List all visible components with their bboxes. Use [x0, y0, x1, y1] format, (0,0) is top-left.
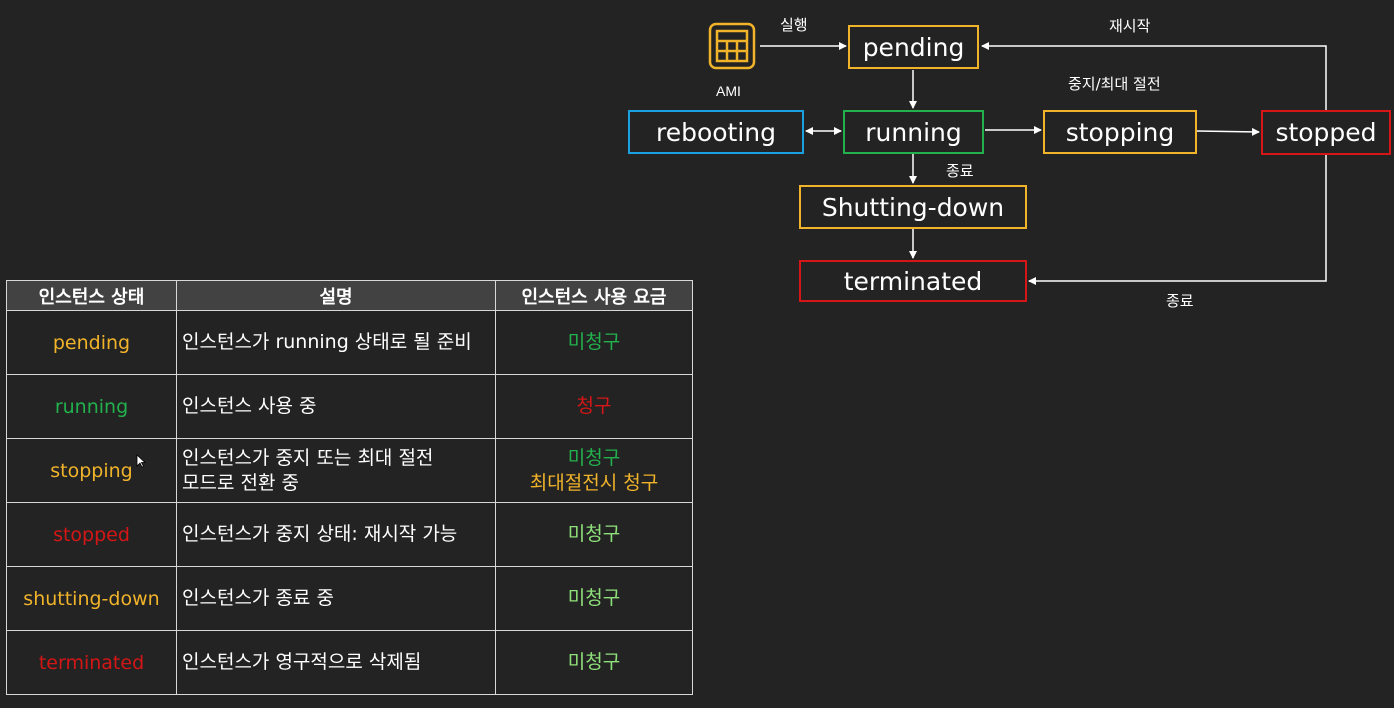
- description-line: 인스턴스 사용 중: [182, 395, 317, 417]
- header-description: 설명: [176, 280, 496, 311]
- state-rebooting-box: rebooting: [628, 110, 804, 154]
- description-line: 인스턴스가 영구적으로 삭제됨: [182, 651, 422, 673]
- description-line: 인스턴스가 중지 또는 최대 절전: [182, 446, 434, 469]
- cell-state: stopping: [6, 438, 177, 503]
- arrow-stopped-to-terminated: [1028, 155, 1327, 285]
- cell-fee: 미청구: [495, 310, 693, 375]
- description-line: 인스턴스가 중지 상태: 재시작 가능: [182, 523, 458, 545]
- edge-label-stop-hibernate: 중지/최대 절전: [1068, 75, 1161, 93]
- cell-state: shutting-down: [6, 566, 177, 631]
- edge-label-terminate-stopped: 종료: [1166, 292, 1194, 310]
- ami-label: AMI: [716, 83, 741, 99]
- description-line: 인스턴스가 종료 중: [182, 587, 334, 609]
- fee-line: 미청구: [567, 651, 621, 673]
- state-pending-box: pending: [848, 25, 979, 69]
- cell-fee: 미청구: [495, 630, 693, 695]
- arrow-stopped-to-pending: [981, 42, 1327, 110]
- state-terminated-box: terminated: [799, 260, 1027, 302]
- edge-label-restart: 재시작: [1109, 17, 1151, 35]
- edge-label-launch: 실행: [780, 16, 808, 34]
- edge-label-terminate-running: 종료: [946, 162, 974, 180]
- cell-fee: 청구: [495, 374, 693, 439]
- cell-fee: 미청구: [495, 566, 693, 631]
- cell-fee: 미청구: [495, 502, 693, 567]
- cell-state: stopped: [6, 502, 177, 567]
- fee-line: 미청구: [567, 446, 621, 469]
- table-header-row: 인스턴스 상태 설명 인스턴스 사용 요금: [6, 280, 693, 311]
- state-stopped-box: stopped: [1261, 110, 1391, 155]
- fee-line: 미청구: [567, 331, 621, 353]
- cell-description: 인스턴스 사용 중: [176, 374, 496, 439]
- description-line: 모드로 전환 중: [182, 471, 299, 494]
- cell-description: 인스턴스가 영구적으로 삭제됨: [176, 630, 496, 695]
- cell-description: 인스턴스가 중지 상태: 재시작 가능: [176, 502, 496, 567]
- ami-grid-icon: [708, 22, 756, 70]
- cell-state: pending: [6, 310, 177, 375]
- arrow-stopping-to-stopped: [1196, 127, 1260, 136]
- cell-state: terminated: [6, 630, 177, 695]
- state-running-box: running: [843, 110, 984, 154]
- description-line: 인스턴스가 running 상태로 될 준비: [182, 331, 472, 353]
- cell-description: 인스턴스가 running 상태로 될 준비: [176, 310, 496, 375]
- header-instance-state: 인스턴스 상태: [6, 280, 177, 311]
- cell-description: 인스턴스가 종료 중: [176, 566, 496, 631]
- state-shutting-down-box: Shutting-down: [799, 185, 1027, 229]
- cell-state: running: [6, 374, 177, 439]
- fee-line: 최대절전시 청구: [529, 471, 659, 494]
- fee-line: 미청구: [567, 587, 621, 609]
- mouse-cursor-icon: [136, 454, 146, 468]
- fee-line: 청구: [576, 395, 612, 417]
- state-stopping-box: stopping: [1043, 110, 1197, 154]
- header-usage-fee: 인스턴스 사용 요금: [495, 280, 693, 311]
- fee-line: 미청구: [567, 523, 621, 545]
